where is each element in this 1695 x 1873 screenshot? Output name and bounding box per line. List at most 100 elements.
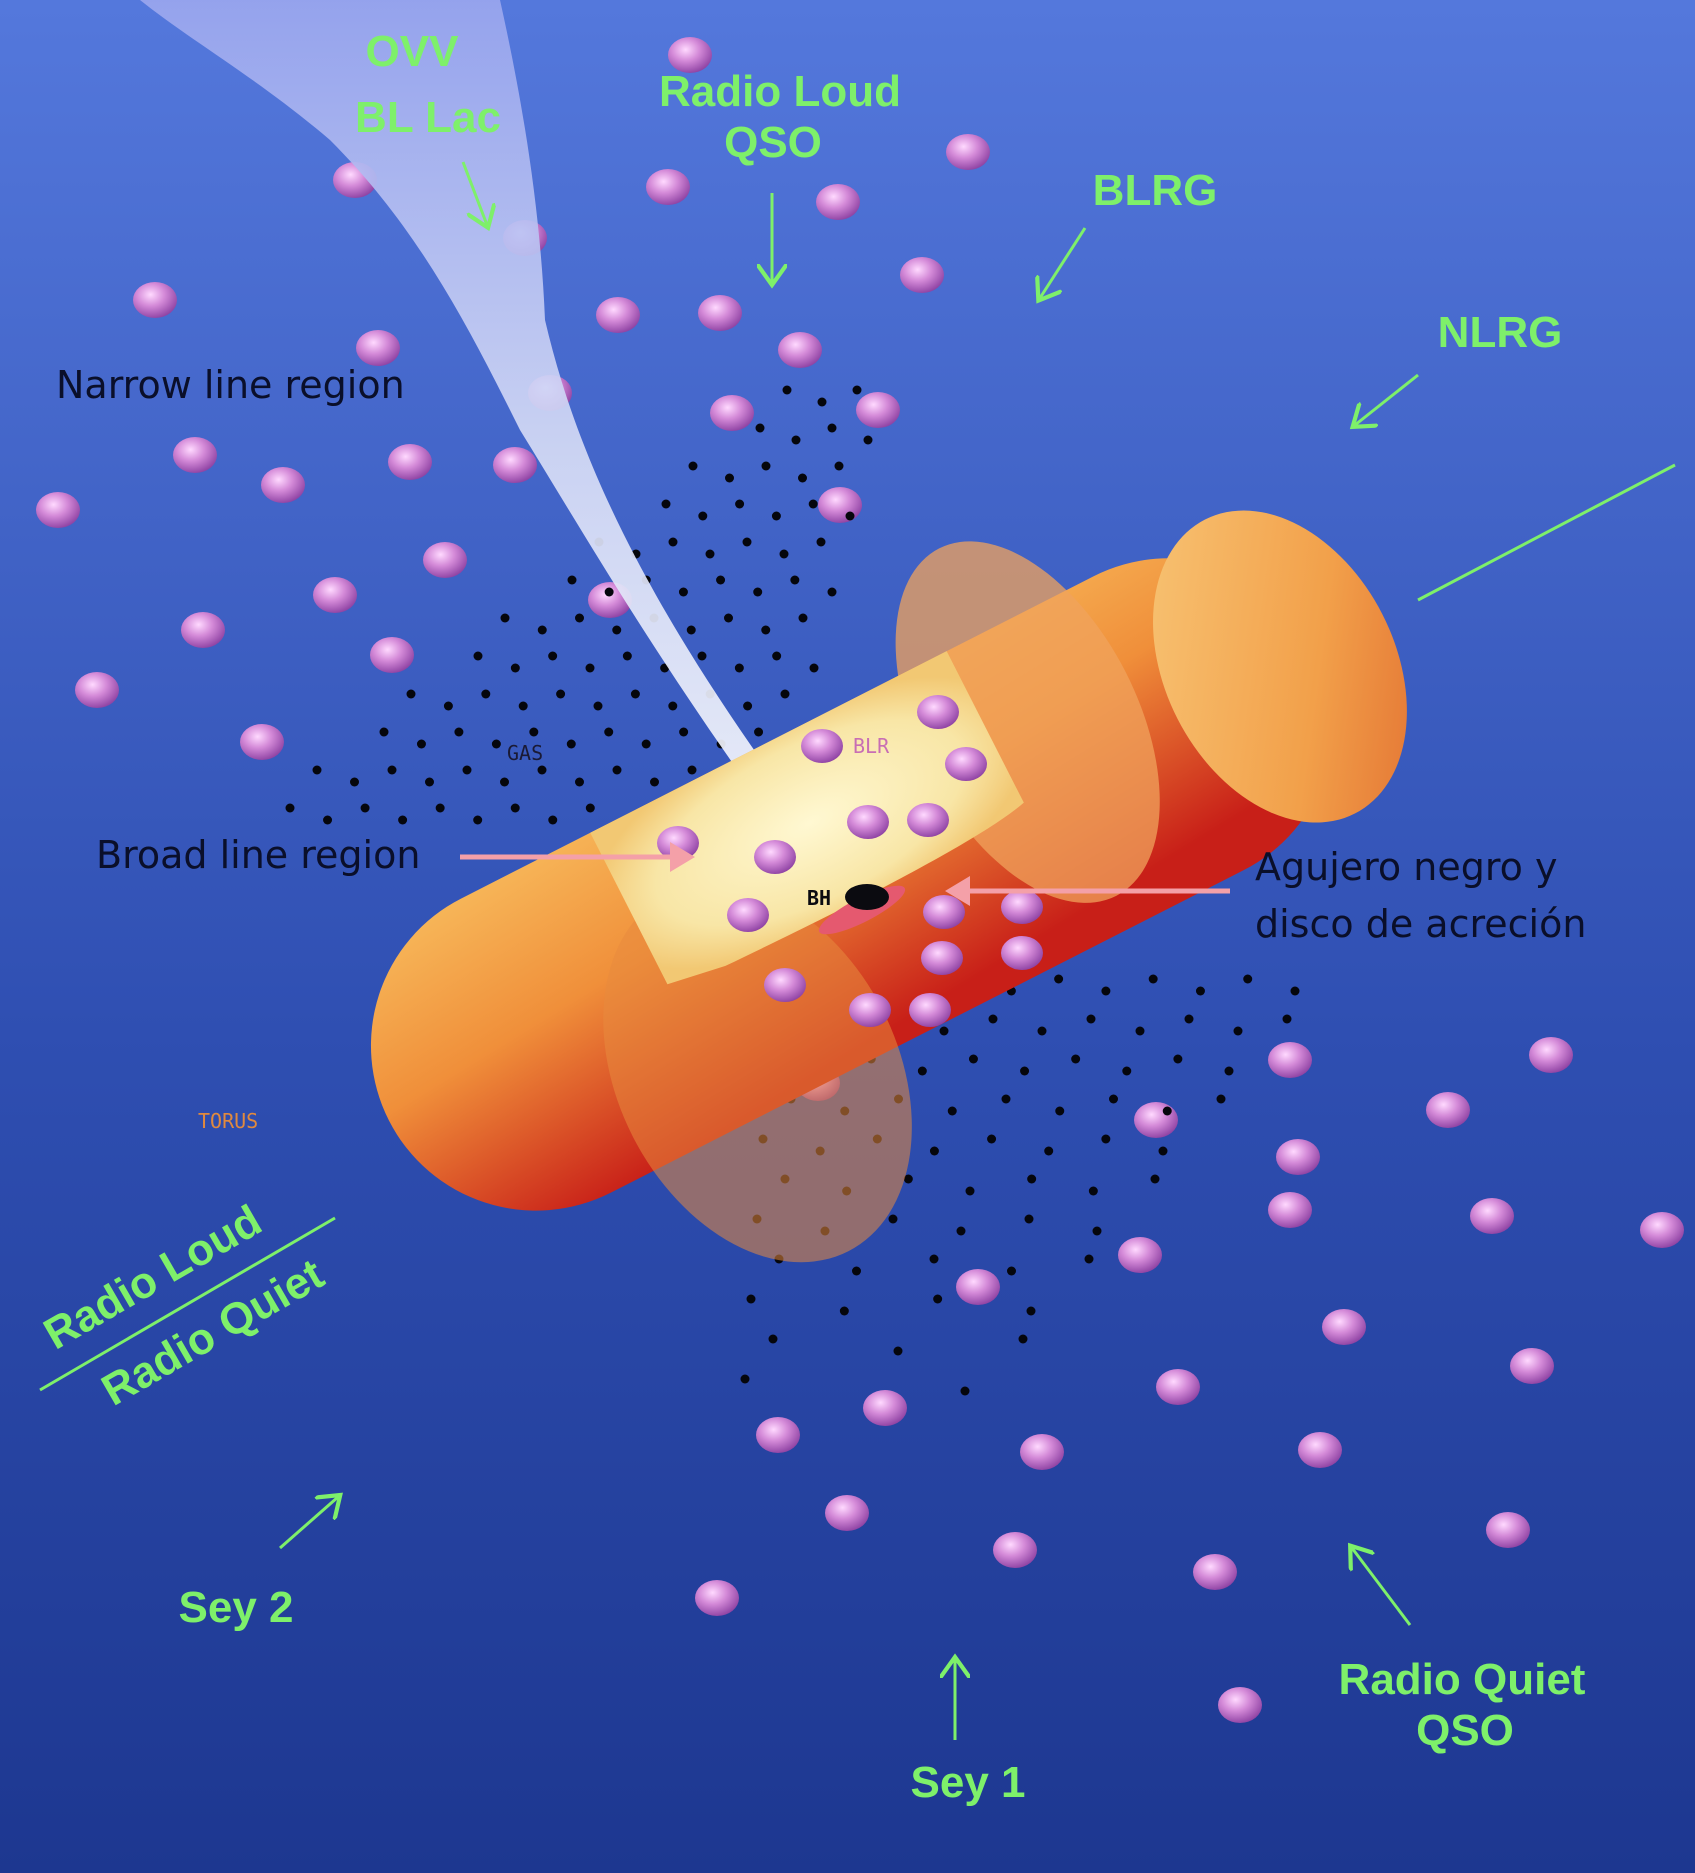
gas-dot — [556, 689, 566, 699]
gas-dot — [1020, 1066, 1030, 1076]
cloud — [356, 330, 400, 366]
gas-dot — [679, 727, 689, 737]
gas-dot — [650, 777, 659, 787]
cloud — [261, 467, 305, 503]
torus — [370, 510, 1407, 1263]
gas-dot — [933, 1294, 943, 1304]
gas-dot — [968, 1054, 978, 1064]
gas-dot — [510, 663, 520, 673]
gas-dot — [612, 625, 622, 635]
gas-dot — [903, 1174, 913, 1184]
gas-dot — [808, 499, 818, 509]
gas-dot — [387, 765, 397, 775]
gas-dot — [816, 537, 826, 547]
gas-dot — [473, 815, 483, 825]
cloud — [1134, 1102, 1178, 1138]
gas-dot — [755, 423, 765, 433]
cloud — [993, 1532, 1037, 1568]
cloud — [240, 724, 284, 760]
arrow-nlrg — [1355, 373, 1419, 425]
label-radio-quiet-qso-line2: QSO — [1416, 1706, 1514, 1755]
gas-dot — [585, 663, 595, 673]
gas-dot — [1109, 1094, 1118, 1104]
broad-line-cloud — [921, 941, 963, 975]
gas-dot — [743, 701, 753, 711]
arrow-radio-quiet-qso — [1352, 1548, 1412, 1626]
cloud — [1426, 1092, 1470, 1128]
gas-dot — [724, 613, 733, 623]
cloud — [1268, 1192, 1312, 1228]
arrow-bl-lac — [461, 161, 487, 225]
label-black-hole-line1: Agujero negro y — [1255, 845, 1557, 889]
gas-dot — [1122, 1066, 1132, 1076]
gas-dot — [537, 625, 547, 635]
gas-dot — [630, 689, 640, 699]
gas-dot — [1224, 1066, 1234, 1076]
label-radio-loud-qso-line1: Radio Loud — [659, 67, 901, 116]
gas-dot — [791, 435, 801, 445]
gas-dot — [1084, 1254, 1094, 1264]
label-radio-loud-qso-line2: QSO — [724, 118, 822, 167]
gas-dot — [285, 803, 295, 813]
gas-dot — [742, 537, 752, 547]
gas-dot — [500, 613, 510, 623]
gas-dot — [761, 625, 771, 635]
gas-dot — [548, 815, 558, 825]
radio-divider-line — [39, 1216, 336, 1392]
cloud — [1218, 1687, 1262, 1723]
cloud — [668, 37, 712, 73]
gas-dot — [754, 727, 764, 737]
gas-dot — [1148, 974, 1158, 984]
gas-dot — [350, 777, 359, 787]
gas-dot — [567, 575, 577, 585]
gas-dot — [1044, 1146, 1054, 1156]
cloud — [1322, 1309, 1366, 1345]
gas-dot — [585, 803, 595, 813]
gas-dot — [1018, 1334, 1028, 1344]
jet — [140, 0, 870, 910]
gas-dot — [1195, 986, 1205, 996]
cloud — [1020, 1434, 1064, 1470]
gas-dot — [566, 739, 576, 749]
gas-dot — [987, 1134, 997, 1144]
black-hole — [818, 884, 906, 935]
gas-dot — [698, 511, 708, 521]
label-blrg: BLRG — [1093, 166, 1218, 215]
gas-dot — [548, 651, 558, 661]
gas-dot — [612, 765, 622, 775]
gas-dot — [1001, 1094, 1011, 1104]
gas-dot — [686, 625, 696, 635]
cloud — [423, 542, 467, 578]
gas-dot — [473, 651, 483, 661]
gas-dot — [454, 727, 464, 737]
gas-dot — [1150, 1174, 1160, 1184]
gas-dot — [782, 385, 792, 395]
gas-dot — [852, 1266, 861, 1276]
gas-dot — [1173, 1054, 1183, 1064]
gas-dot — [443, 701, 453, 711]
gas-dot — [575, 777, 584, 787]
broad-line-cloud — [945, 747, 987, 781]
gas-dot — [929, 1146, 939, 1156]
cloud — [1529, 1037, 1573, 1073]
gas-dot — [746, 1294, 756, 1304]
broad-line-cloud — [917, 695, 959, 729]
gas-dot — [500, 777, 509, 787]
gas-dot — [852, 385, 862, 395]
gas-dot — [575, 613, 584, 623]
gas-dot — [772, 651, 782, 661]
cloud — [1156, 1369, 1200, 1405]
cloud — [36, 492, 80, 528]
gas-dot — [435, 803, 445, 813]
gas-dot — [845, 511, 855, 521]
gas-dot — [988, 1014, 998, 1024]
cloud — [1470, 1198, 1514, 1234]
cloud — [856, 392, 900, 428]
gas-dot — [1027, 1174, 1037, 1184]
gas-dot — [929, 1254, 939, 1264]
cloud — [596, 297, 640, 333]
gas-dot — [1037, 1026, 1047, 1036]
gas-dot — [1233, 1026, 1243, 1036]
